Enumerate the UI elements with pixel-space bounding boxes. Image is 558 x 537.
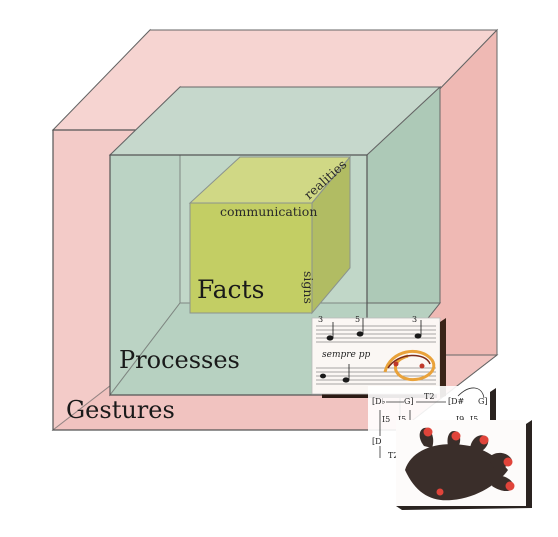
graph-node-d: [D (372, 437, 382, 446)
graph-edge-1: T2 (424, 392, 434, 401)
communication-label: communication (220, 204, 317, 219)
gesture-curve (383, 350, 436, 381)
glove-inset (396, 420, 532, 510)
graph-node-db: [D♭ (372, 397, 386, 406)
graph-edge-4: I9 (456, 415, 464, 424)
signs-label: signs (301, 271, 316, 304)
graph-edge-3: I5 (398, 415, 406, 424)
facts-label: Facts (197, 275, 264, 304)
score-mark-1: 3 (318, 315, 323, 324)
graph-edge-6: T2 (388, 451, 398, 460)
graph-edge-5: I5 (470, 415, 478, 424)
gestures-label: Gestures (66, 396, 175, 424)
inner-cube (188, 155, 352, 315)
graph-node-dsharp: [D# (448, 397, 465, 406)
score-mark-3: 3 (412, 315, 417, 324)
score-inset: 3 5 3 sempre pp (311, 315, 446, 398)
graph-edge-2: I5 (382, 415, 390, 424)
sempre-pp-label: sempre pp (322, 350, 370, 360)
processes-label: Processes (119, 346, 240, 374)
score-mark-2: 5 (355, 315, 360, 324)
graph-node-g2: G] (478, 397, 488, 406)
graph-node-g1: G] (404, 397, 414, 406)
glove-icon (405, 427, 515, 501)
